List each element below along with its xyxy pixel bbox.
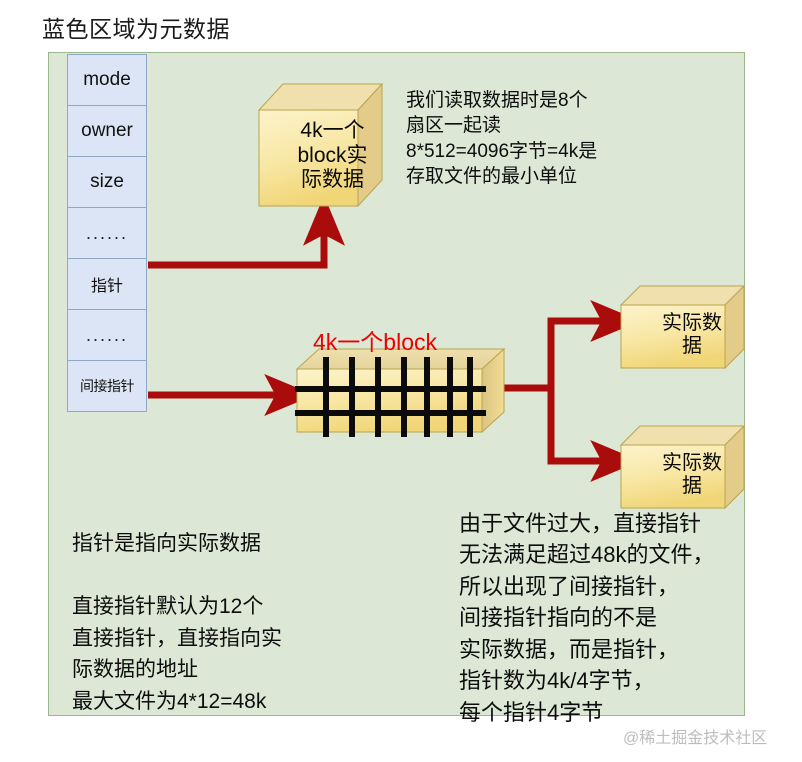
inode-metadata-column: mode owner size ...... 指针 ...... 间接指针 (67, 54, 147, 412)
meta-cell-mode[interactable]: mode (67, 54, 147, 106)
box-direct-data-block[interactable]: 4k一个 block实 际数据 (258, 80, 383, 210)
box-actual-data-2-label: 实际数 据 (662, 452, 722, 497)
box-direct-data-block-shape (258, 82, 383, 208)
note-indirect-pointer: 由于文件过大，直接指针 无法满足超过48k的文件， 所以出现了间接指针， 间接指… (459, 511, 715, 725)
note-sector-read: 我们读取数据时是8个 扇区一起读 8*512=4096字节=4k是 存取文件的最… (406, 90, 598, 187)
box-actual-data-2[interactable]: 实际数 据 (620, 423, 745, 509)
meta-cell-owner[interactable]: owner (67, 105, 147, 157)
watermark: @稀土掘金技术社区 (623, 730, 768, 747)
note-direct-pointer: 指针是指向实际数据 直接指针默认为12个 直接指针，直接指向实 际数据的地址 最… (72, 532, 282, 713)
box-actual-data-2-shape (620, 424, 745, 509)
box-direct-data-block-label: 4k一个 block实 际数据 (297, 119, 368, 192)
meta-cell-size[interactable]: size (67, 156, 147, 208)
meta-cell-ellipsis-2[interactable]: ...... (67, 309, 147, 361)
meta-cell-pointer[interactable]: 指针 (67, 258, 147, 310)
meta-cell-ellipsis-1[interactable]: ...... (67, 207, 147, 259)
page-title: 蓝色区域为元数据 (42, 16, 230, 42)
box-actual-data-1[interactable]: 实际数 据 (620, 283, 745, 369)
box-actual-data-1-label: 实际数 据 (662, 312, 722, 357)
meta-cell-indirect-pointer[interactable]: 间接指针 (67, 360, 147, 412)
box-actual-data-1-shape (620, 284, 745, 369)
grid-block-red-label: 4k一个block (313, 329, 437, 355)
